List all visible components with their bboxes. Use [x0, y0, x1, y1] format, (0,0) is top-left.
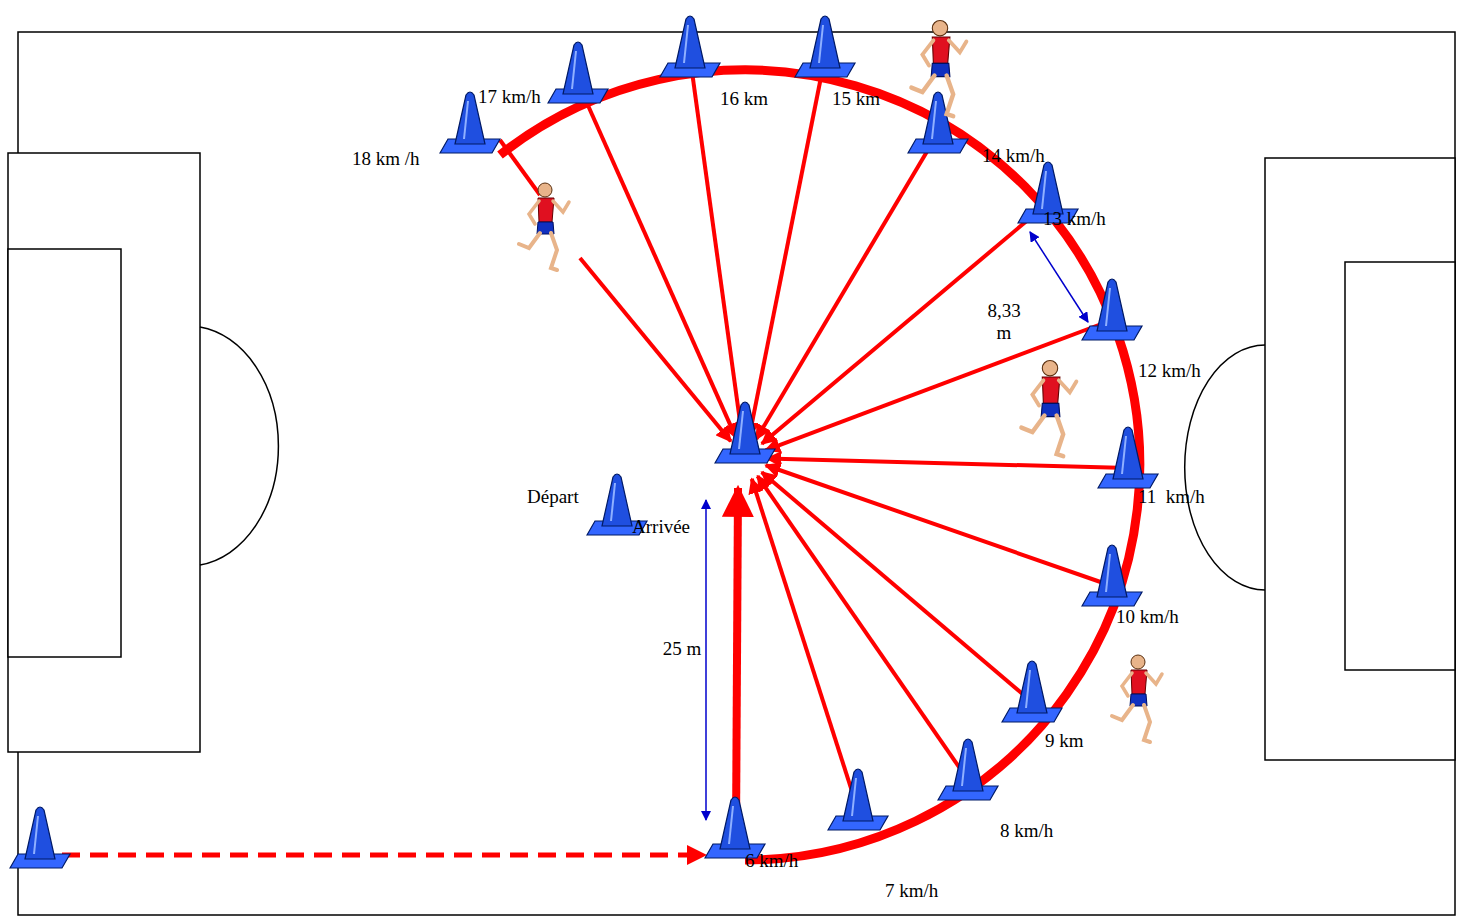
speed-label: 12 km/h [1138, 360, 1201, 382]
cone [1113, 427, 1143, 479]
approach-line [62, 853, 705, 858]
cone-highlight [819, 25, 823, 63]
speed-label: 8 km/h [1000, 820, 1053, 842]
cone [25, 807, 55, 859]
cone-highlight [1106, 554, 1110, 592]
cone [1033, 162, 1063, 214]
cone [923, 92, 953, 144]
return-arrow [762, 203, 1048, 444]
cone-highlight [1042, 171, 1046, 209]
cone-highlight [1026, 670, 1030, 708]
running-arc [500, 70, 1140, 860]
dimension-label: 25 m [662, 638, 702, 660]
speed-label: 6 km/h [745, 850, 798, 872]
runner [1112, 655, 1162, 742]
runner [1021, 361, 1076, 457]
cone-highlight [464, 101, 468, 139]
return-arrow [690, 57, 742, 436]
penalty-area [8, 153, 200, 752]
cone-highlight [1122, 436, 1126, 474]
cone-highlight [729, 806, 733, 844]
speed-label: 16 km [720, 88, 768, 110]
cone-highlight [739, 411, 743, 449]
cone-highlight [962, 748, 966, 786]
return-arrow [580, 258, 731, 441]
point-label: Arrivée [632, 516, 690, 538]
return-arrow [500, 140, 540, 195]
cone [730, 402, 760, 454]
cone [720, 797, 750, 849]
speed-label: 9 km [1045, 730, 1084, 752]
cones [10, 16, 1158, 868]
cone-highlight [572, 51, 576, 89]
dimension-arrow [705, 500, 707, 820]
cone [843, 769, 873, 821]
goal-area [8, 249, 121, 657]
penalty-arc [1185, 345, 1265, 590]
cone [810, 16, 840, 68]
return-arrow [752, 479, 858, 810]
cone [1097, 545, 1127, 597]
runner [911, 20, 966, 116]
penalty-area [1265, 158, 1455, 760]
cone-highlight [611, 483, 615, 521]
goal-area [1345, 262, 1455, 670]
speed-label: 13 km/h [1043, 208, 1106, 230]
speed-label: 11 km/h [1138, 486, 1205, 508]
return-arrow [756, 133, 938, 439]
runners [519, 20, 1162, 742]
runner [519, 183, 569, 270]
cone-highlight [1106, 288, 1110, 326]
speed-label: 18 km /h [352, 148, 420, 170]
cone [675, 16, 705, 68]
speed-label: 7 km/h [885, 880, 938, 902]
speed-label: 17 km/h [478, 86, 541, 108]
speed-label: 15 km [832, 88, 880, 110]
point-label: Départ [527, 486, 579, 508]
cone-highlight [34, 816, 38, 854]
cone [1017, 661, 1047, 713]
cone-highlight [852, 778, 856, 816]
return-arrows [500, 57, 1128, 832]
cone [1097, 279, 1127, 331]
cone [953, 739, 983, 791]
field-outline [18, 32, 1455, 915]
return-arrow [749, 57, 825, 436]
speed-label: 10 km/h [1116, 606, 1179, 628]
cone-highlight [684, 25, 688, 63]
return-arrow [767, 459, 1128, 468]
dimension-arrow [1030, 232, 1088, 322]
cone [563, 42, 593, 94]
dimension-label: 8,33 m [980, 300, 1028, 344]
cone-highlight [932, 101, 936, 139]
return-arrow [762, 472, 1032, 702]
return-arrow [736, 488, 738, 832]
penalty-arc [200, 327, 278, 565]
return-arrow [578, 83, 736, 438]
return-arrow [766, 465, 1112, 586]
return-arrow [758, 476, 968, 780]
cone [602, 474, 632, 526]
speed-label: 14 km/h [982, 145, 1045, 167]
